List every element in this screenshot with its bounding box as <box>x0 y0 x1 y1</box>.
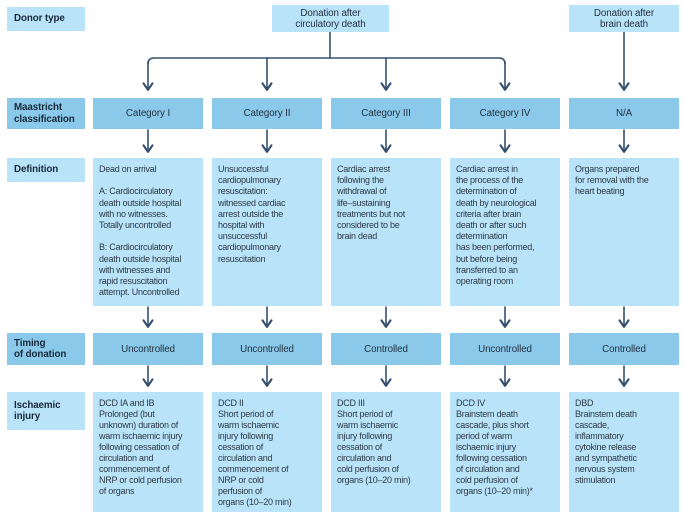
row-label-timing-of-donation: Timing of donation <box>7 333 85 365</box>
row-label-donor-type: Donor type <box>7 7 85 31</box>
category-4-box: Category IV <box>450 98 560 129</box>
row-label-definition: Definition <box>7 158 85 182</box>
definition-category-4-box: Cardiac arrest in the process of the det… <box>450 158 560 306</box>
branch-horizontal-line <box>147 57 506 65</box>
definition-brain-death-box: Organs prepared for removal with the hea… <box>569 158 679 306</box>
definition-category-2-box: Unsuccessful cardiopulmonary resuscitati… <box>212 158 322 306</box>
ischaemic-injury-category-4-box: DCD IV Brainstem death cascade, plus sho… <box>450 392 560 512</box>
row-label-ischaemic-injury: Ischaemic injury <box>7 392 85 430</box>
timing-brain-death-box: Controlled <box>569 333 679 365</box>
timing-category-1-box: Uncontrolled <box>93 333 203 365</box>
definition-category-3-box: Cardiac arrest following the withdrawal … <box>331 158 441 306</box>
ischaemic-injury-brain-death-box: DBD Brainstem death cascade, inflammator… <box>569 392 679 512</box>
timing-category-3-box: Controlled <box>331 333 441 365</box>
donor-type-brain-death-box: Donation after brain death <box>569 5 679 32</box>
category-na-box: N/A <box>569 98 679 129</box>
timing-category-4-box: Uncontrolled <box>450 333 560 365</box>
ischaemic-injury-category-2-box: DCD II Short period of warm ischaemic in… <box>212 392 322 512</box>
ischaemic-injury-category-1-box: DCD IA and IB Prolonged (but unknown) du… <box>93 392 203 512</box>
ischaemic-injury-category-3-box: DCD III Short period of warm ischaemic i… <box>331 392 441 512</box>
category-2-box: Category II <box>212 98 322 129</box>
definition-category-1-box: Dead on arrival A: Cardiocirculatory dea… <box>93 158 203 306</box>
category-3-box: Category III <box>331 98 441 129</box>
timing-category-2-box: Uncontrolled <box>212 333 322 365</box>
category-1-box: Category I <box>93 98 203 129</box>
donor-type-circulatory-death-box: Donation after circulatory death <box>272 5 389 32</box>
row-label-maastricht-classification: Maastricht classification <box>7 98 85 129</box>
